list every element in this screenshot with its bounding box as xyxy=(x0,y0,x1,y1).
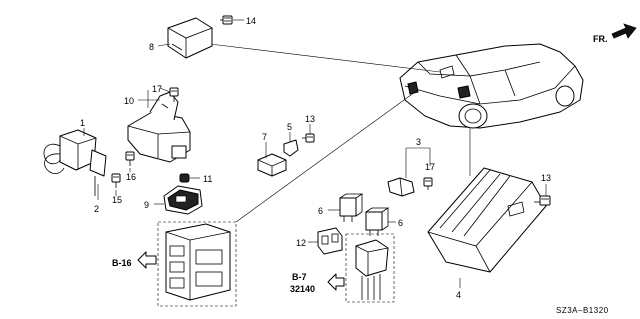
callout-11: 11 xyxy=(203,174,212,184)
part-17-bolt-upper xyxy=(169,87,179,102)
callout-9: 9 xyxy=(144,200,149,210)
part-15-bolt xyxy=(111,173,121,188)
part-17-bolt-lower xyxy=(423,177,433,190)
callout-16: 16 xyxy=(126,172,136,182)
callout-15: 15 xyxy=(112,195,122,205)
callout-2: 2 xyxy=(94,204,99,214)
part-9-module xyxy=(163,185,203,215)
part-11-nut xyxy=(179,173,190,183)
callout-13-middle: 13 xyxy=(305,114,315,124)
part-14-bolt xyxy=(220,15,233,25)
callout-5: 5 xyxy=(287,122,292,132)
part-13-bolt-middle xyxy=(302,133,315,143)
callout-10: 10 xyxy=(124,96,134,106)
part-6-relay-right xyxy=(365,207,390,236)
callout-13-right: 13 xyxy=(541,173,551,183)
part-6-relay-left xyxy=(339,193,364,222)
callout-12: 12 xyxy=(296,238,306,248)
callout-3: 3 xyxy=(416,137,421,147)
part-3-bracket xyxy=(387,177,415,197)
reference-b16-label: B-16 xyxy=(112,258,132,268)
part-4-large-unit xyxy=(427,167,547,273)
vehicle-illustration xyxy=(399,43,584,129)
part-1-wired-module xyxy=(43,129,107,196)
connector-assembly xyxy=(345,233,395,303)
reference-b7-label: B-7 xyxy=(292,272,307,282)
callout-17-lower: 17 xyxy=(425,162,435,172)
callout-17-upper: 17 xyxy=(152,84,162,94)
hollow-arrow-left-icon-b7 xyxy=(327,273,345,291)
part-12-relay-holder xyxy=(317,227,343,255)
part-10-bracket-module xyxy=(127,91,191,163)
control-unit-lower xyxy=(157,221,237,307)
front-arrow-icon xyxy=(611,23,637,39)
callout-8: 8 xyxy=(149,42,154,52)
part-16-bolt xyxy=(125,151,135,166)
reference-b16: B-16 xyxy=(112,251,157,269)
part-7-relay xyxy=(257,153,287,177)
callout-4: 4 xyxy=(456,290,461,300)
callout-7: 7 xyxy=(262,132,267,142)
front-direction-indicator: FR. xyxy=(593,23,637,44)
part-8-control-unit xyxy=(167,17,213,59)
callout-6-right: 6 xyxy=(398,218,403,228)
part-5-bracket xyxy=(283,139,299,157)
hollow-arrow-left-icon xyxy=(137,251,157,269)
callout-1: 1 xyxy=(80,118,85,128)
callout-14: 14 xyxy=(246,16,256,26)
front-direction-label: FR. xyxy=(593,34,608,44)
reference-b7: B-7 32140 xyxy=(290,272,345,294)
part-13-bolt-right xyxy=(534,195,551,206)
reference-b7-sub: 32140 xyxy=(290,284,315,294)
callout-6-left: 6 xyxy=(318,206,323,216)
diagram-code: SZ3A–B1320 xyxy=(556,306,609,315)
